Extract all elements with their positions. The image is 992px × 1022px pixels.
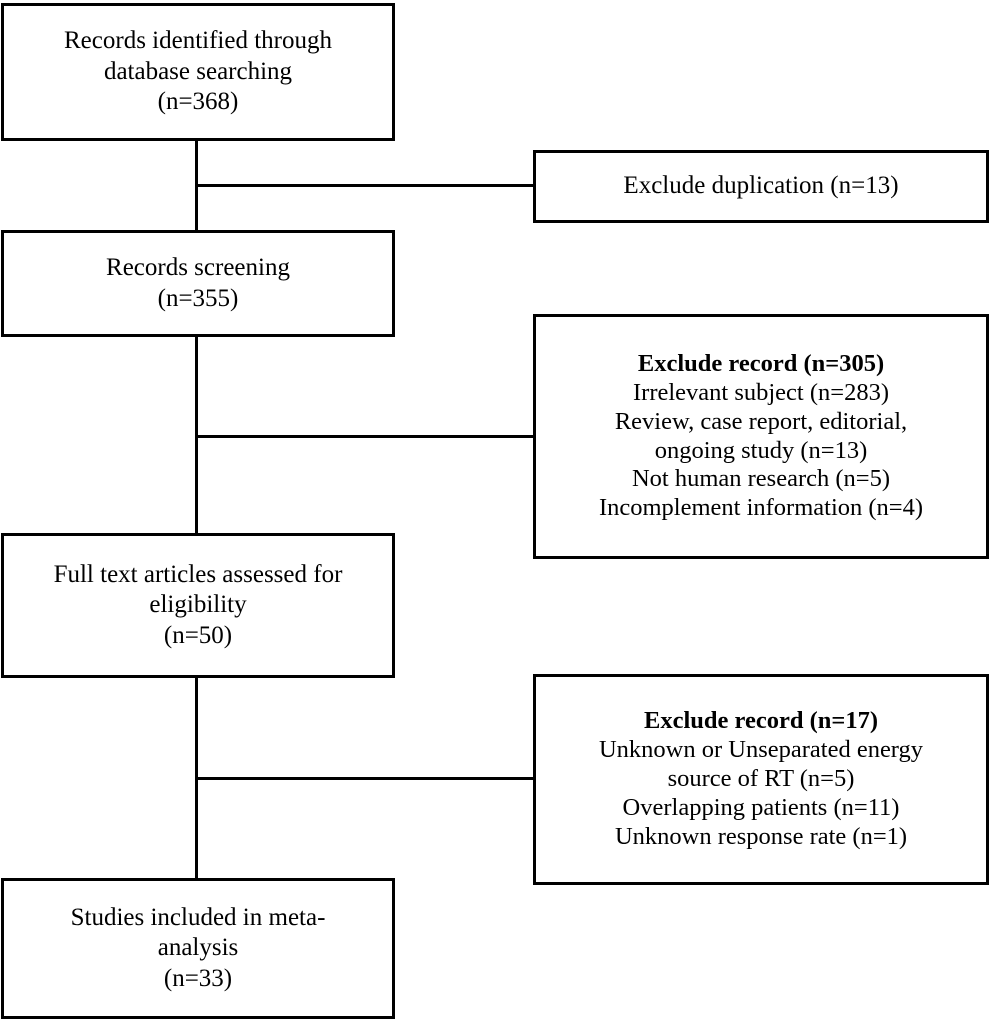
connector-to-exclude-record-screening <box>195 435 535 438</box>
node-full-text-assessed: Full text articles assessed for eligibil… <box>1 533 395 678</box>
node-exclude-record-screening-reason-1: Irrelevant subject (n=283) <box>633 378 889 406</box>
node-records-identified: Records identified through database sear… <box>1 3 395 141</box>
node-studies-included: Studies included in meta- analysis (n=33… <box>1 878 395 1019</box>
node-records-identified-line-2: database searching <box>103 57 293 85</box>
node-exclude-record-eligibility-reason-2: Overlapping patients (n=11) <box>622 793 900 821</box>
node-full-text-assessed-line-2: eligibility <box>149 591 247 619</box>
node-exclude-record-eligibility-reason-3: Unknown response rate (n=1) <box>614 822 908 850</box>
node-exclude-record-screening-heading: Exclude record (n=305) <box>637 349 885 377</box>
node-exclude-duplication-label: Exclude duplication (n=13) <box>623 172 899 200</box>
node-exclude-record-screening-reason-2b: ongoing study (n=13) <box>654 436 868 464</box>
node-exclude-record-eligibility-reason-1a: Unknown or Unseparated energy <box>598 736 924 764</box>
node-exclude-record-screening-reason-4: Incomplement information (n=4) <box>598 494 924 522</box>
node-records-screening-line-1: Records screening <box>106 254 290 281</box>
node-exclude-record-screening-reason-2a: Review, case report, editorial, <box>614 407 908 435</box>
connector-to-exclude-record-eligibility <box>195 777 535 780</box>
node-full-text-assessed-count: (n=50) <box>163 621 233 649</box>
node-studies-included-line-1: Studies included in meta- <box>70 903 326 931</box>
node-records-screening-count: (n=355) <box>157 284 239 312</box>
node-full-text-assessed-line-1: Full text articles assessed for <box>53 560 343 588</box>
node-exclude-duplication: Exclude duplication (n=13) <box>533 150 989 223</box>
node-records-screening: Records screening (n=355) <box>1 230 395 337</box>
node-exclude-record-screening-reason-3: Not human research (n=5) <box>631 465 891 493</box>
node-exclude-record-screening: Exclude record (n=305) Irrelevant subjec… <box>533 314 989 559</box>
node-studies-included-count: (n=33) <box>163 964 233 992</box>
node-records-identified-line-1: Records identified through <box>64 27 332 55</box>
node-exclude-record-eligibility-heading: Exclude record (n=17) <box>644 707 878 735</box>
node-exclude-record-eligibility: Exclude record (n=17) Unknown or Unsepar… <box>533 674 989 885</box>
node-records-identified-count: (n=368) <box>157 88 239 116</box>
connector-to-exclude-duplication <box>195 184 535 187</box>
node-exclude-record-eligibility-reason-1b: source of RT (n=5) <box>667 765 855 793</box>
node-studies-included-line-2: analysis <box>157 934 239 962</box>
